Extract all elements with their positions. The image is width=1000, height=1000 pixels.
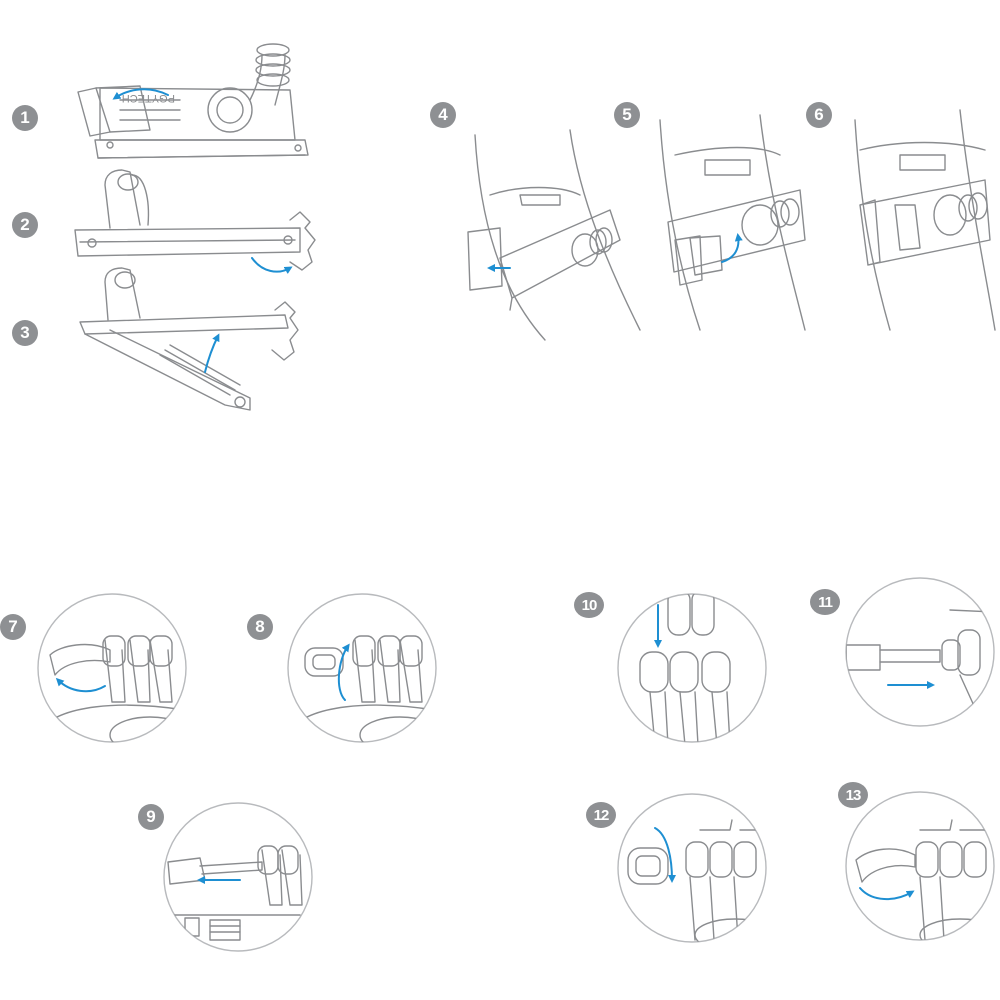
step3-illustration (79, 267, 299, 411)
step-badge: 8 (247, 614, 273, 640)
step-badge: 10 (574, 592, 604, 618)
step11-illustration (845, 577, 995, 727)
step-badge: 4 (430, 102, 456, 128)
rotate-arrow-icon (859, 887, 915, 900)
step2-illustration (74, 169, 316, 271)
step-badge: 2 (12, 212, 38, 238)
step-badge: 11 (810, 589, 840, 615)
rotate-arrow-icon (654, 827, 676, 883)
step-badge: 7 (0, 614, 26, 640)
step13-illustration (845, 791, 995, 941)
rotate-arrow-icon (251, 257, 293, 274)
step-badge: 12 (586, 802, 616, 828)
step1-illustration (77, 43, 309, 159)
step9-illustration (163, 802, 313, 952)
step-badge: 6 (806, 102, 832, 128)
step-badge: 1 (12, 105, 38, 131)
step-badge: 9 (138, 804, 164, 830)
step7-illustration (37, 593, 187, 743)
step-badge: 5 (614, 102, 640, 128)
rotate-arrow-icon (721, 233, 743, 263)
step12-illustration (617, 793, 767, 943)
step-badge: 13 (838, 782, 868, 808)
rotate-arrow-icon (337, 643, 350, 701)
brand-text: PGYTECH (122, 92, 175, 104)
step5-illustration (659, 114, 806, 331)
step4-illustration (467, 129, 641, 341)
step-badge: 3 (12, 320, 38, 346)
step6-illustration (854, 109, 996, 331)
step8-illustration (287, 593, 437, 743)
rotate-arrow-icon (55, 677, 106, 693)
rotate-arrow-icon (112, 88, 169, 100)
step10-illustration (617, 593, 767, 743)
rotate-arrow-icon (204, 333, 220, 373)
